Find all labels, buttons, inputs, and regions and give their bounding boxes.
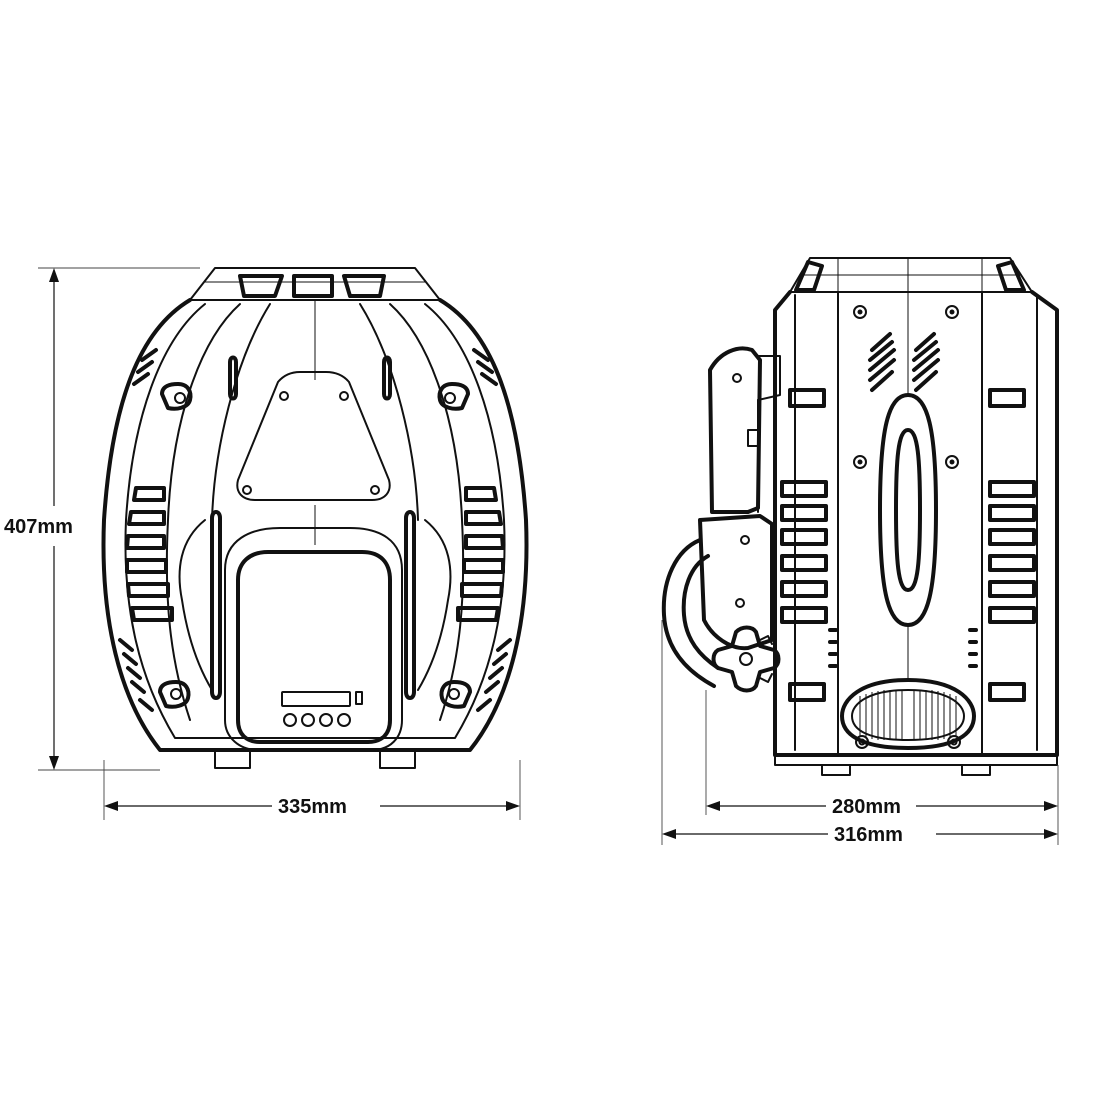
vent-slats-left xyxy=(125,486,174,622)
dimension-total-width-label: 316mm xyxy=(834,824,903,846)
dimension-lines xyxy=(38,267,1059,845)
diagonal-vents xyxy=(868,332,940,392)
dimension-height-label: 407mm xyxy=(4,516,73,538)
vent-slats-side-right xyxy=(988,480,1036,624)
dimension-front-width-label: 335mm xyxy=(278,796,347,818)
side-view xyxy=(661,257,1059,776)
front-view xyxy=(101,267,529,769)
vent-slats-right xyxy=(456,486,505,622)
dimension-body-width-label: 280mm xyxy=(832,796,901,818)
vent-slats-side-left xyxy=(780,480,828,624)
